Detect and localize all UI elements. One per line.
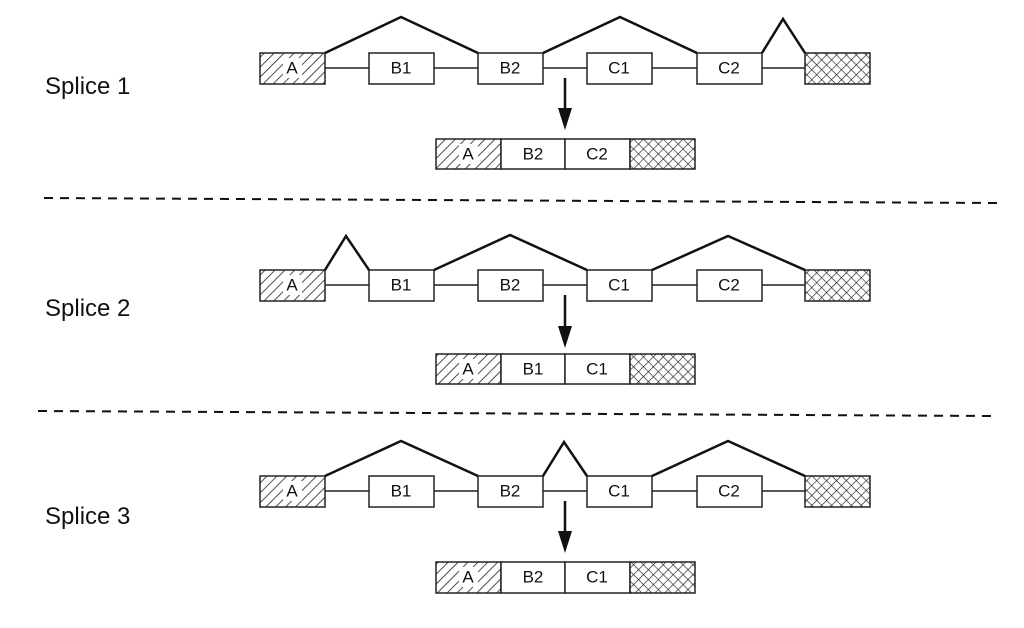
exon-label: C1 bbox=[608, 482, 630, 501]
exon-3prime bbox=[630, 562, 695, 593]
splice-junction bbox=[652, 441, 805, 476]
splice-junctions bbox=[325, 17, 805, 53]
panel-separator bbox=[38, 411, 993, 416]
splice-junction bbox=[543, 17, 697, 53]
exon-label: A bbox=[462, 145, 474, 164]
exon-label: C1 bbox=[608, 276, 630, 295]
exon-label: A bbox=[286, 482, 298, 501]
arrow-down-icon bbox=[558, 501, 572, 553]
exon-label: B1 bbox=[391, 59, 412, 78]
spliced-product: A B1 C1 bbox=[436, 354, 695, 384]
panel-splice-3: Splice 3 A B1 B2 C1 C2 bbox=[45, 441, 870, 593]
exon-3prime bbox=[630, 139, 695, 169]
splice-junctions bbox=[325, 235, 805, 270]
exon-label: C2 bbox=[718, 482, 740, 501]
exon-label: C1 bbox=[586, 360, 608, 379]
exon-label: B1 bbox=[391, 482, 412, 501]
panel-label: Splice 3 bbox=[45, 503, 130, 530]
exon-3prime bbox=[805, 476, 870, 507]
splice-junction bbox=[325, 17, 478, 53]
exon-label: B2 bbox=[500, 59, 521, 78]
panel-splice-2: Splice 2 A B1 B2 C1 C2 bbox=[45, 235, 870, 384]
splice-junction bbox=[434, 235, 587, 270]
exon-label: A bbox=[462, 568, 474, 587]
splice-junction bbox=[762, 19, 805, 53]
exon-3prime bbox=[805, 270, 870, 301]
exon-label: B2 bbox=[500, 482, 521, 501]
splice-junction bbox=[652, 236, 805, 270]
panel-separator bbox=[44, 198, 998, 203]
exon-label: B2 bbox=[500, 276, 521, 295]
exon-label: B1 bbox=[391, 276, 412, 295]
exon-label: A bbox=[286, 59, 298, 78]
exon-label: C2 bbox=[586, 145, 608, 164]
exon-label: B2 bbox=[523, 145, 544, 164]
exon-label: C2 bbox=[718, 59, 740, 78]
exon-label: B2 bbox=[523, 568, 544, 587]
panel-label: Splice 2 bbox=[45, 295, 130, 322]
spliced-product: A B2 C2 bbox=[436, 139, 695, 169]
splice-junction bbox=[325, 236, 369, 270]
panel-label: Splice 1 bbox=[45, 73, 130, 100]
exon-label: B1 bbox=[523, 360, 544, 379]
exon-label: A bbox=[286, 276, 298, 295]
exon-3prime bbox=[805, 53, 870, 84]
splice-junctions bbox=[325, 441, 805, 476]
exon-label: C1 bbox=[586, 568, 608, 587]
arrow-down-icon bbox=[558, 295, 572, 348]
splice-junction bbox=[325, 441, 478, 476]
spliced-product: A B2 C1 bbox=[436, 562, 695, 593]
panel-splice-1: Splice 1 A B1 B2 C1 C2 bbox=[45, 17, 870, 169]
splice-junction bbox=[543, 442, 587, 476]
exon-3prime bbox=[630, 354, 695, 384]
exon-label: A bbox=[462, 360, 474, 379]
exon-label: C1 bbox=[608, 59, 630, 78]
exon-label: C2 bbox=[718, 276, 740, 295]
arrow-down-icon bbox=[558, 78, 572, 130]
